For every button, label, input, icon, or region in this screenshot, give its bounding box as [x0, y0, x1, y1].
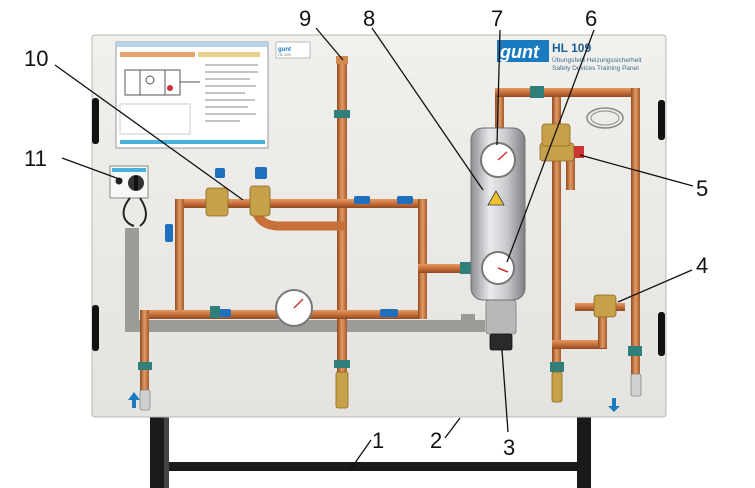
- leader-lines: [54, 27, 694, 471]
- switch-box: [109, 165, 149, 227]
- info-label: gunt HL 109: [275, 41, 311, 59]
- brand-header: gunt HL 109 Übungsfeld Heizungssicherhei…: [497, 40, 642, 72]
- model-title: HL 109: [552, 41, 591, 55]
- outlet-fittings: [139, 371, 642, 411]
- callout-7: 7: [491, 6, 503, 31]
- stand-frame: [150, 414, 591, 488]
- brass-fittings: [205, 123, 617, 351]
- callout-4: 4: [696, 253, 708, 278]
- pressure-gauges: [275, 142, 516, 327]
- pipe-clamps: [138, 86, 642, 372]
- callout-1: 1: [372, 428, 384, 453]
- callout-2: 2: [430, 428, 442, 453]
- callout-10: 10: [24, 46, 48, 71]
- safety-valve-capillary: [574, 107, 624, 158]
- callout-numbers: 1 2 3 4 5 6 7 8 9 10 11: [24, 6, 708, 460]
- callout-5: 5: [696, 176, 708, 201]
- callout-9: 9: [299, 6, 311, 31]
- schematic-diagram: [115, 41, 269, 149]
- svg-text:gunt: gunt: [278, 47, 291, 53]
- flow-arrows: [128, 392, 620, 412]
- callout-8: 8: [363, 6, 375, 31]
- callout-3: 3: [503, 435, 515, 460]
- subtitle-en: Safety Devices Training Panel: [552, 65, 639, 72]
- support-rails: [125, 228, 485, 332]
- callout-6: 6: [585, 6, 597, 31]
- callout-11: 11: [24, 146, 47, 171]
- panel-handles: [92, 98, 665, 356]
- brand-logo: gunt: [499, 42, 540, 62]
- subtitle-de: Übungsfeld Heizungssicherheit: [552, 56, 642, 64]
- svg-text:HL 109: HL 109: [278, 52, 292, 57]
